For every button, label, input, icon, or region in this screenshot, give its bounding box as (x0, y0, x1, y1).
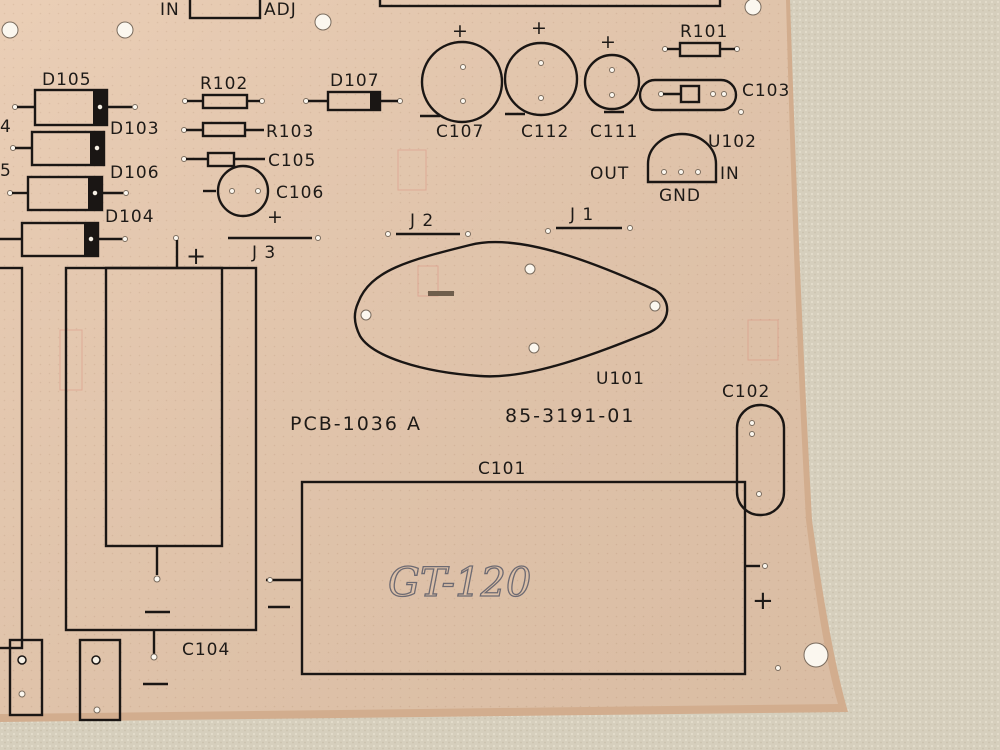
label-in-top: IN (160, 0, 180, 20)
c111-plus: + (600, 31, 618, 53)
label-u101: U101 (596, 369, 645, 389)
diode-d107 (303, 90, 403, 112)
label-u102: U102 (708, 132, 757, 152)
mount-hole (1, 21, 19, 39)
label-c104: C104 (182, 640, 230, 660)
label-frag-left-bottom: 5 (0, 161, 12, 181)
capacitor-c101 (266, 480, 768, 676)
diode-d105 (12, 88, 138, 127)
pencil-handwriting: GT-120 (388, 560, 531, 606)
label-c112: C112 (521, 122, 569, 142)
label-out: OUT (590, 164, 629, 184)
c101-plus: + (752, 586, 776, 616)
board-serial: 85-3191-01 (505, 405, 635, 427)
diode-d103 (10, 130, 106, 167)
label-c111: C111 (590, 122, 638, 142)
capacitor-c111 (583, 53, 641, 114)
label-d104: D104 (105, 207, 155, 227)
bottom-pad-left (8, 638, 44, 717)
label-d107: D107 (330, 71, 380, 91)
capacitor-c105 (181, 151, 265, 168)
bottom-pad-right (78, 638, 122, 722)
via (738, 109, 744, 115)
c104-plus: + (186, 242, 208, 270)
resistor-r101 (662, 41, 740, 58)
capacitor-c112 (503, 41, 579, 117)
left-component-outline (0, 266, 24, 650)
label-frag-left-top: 4 (0, 117, 12, 137)
label-c102: C102 (722, 382, 770, 402)
label-c106: C106 (276, 183, 324, 203)
capacitor-c104 (64, 240, 258, 686)
mount-hole (803, 642, 829, 668)
resistor-r102 (182, 93, 265, 110)
jumper-j1 (545, 225, 633, 234)
top-display-outline (378, 0, 722, 8)
label-j3: J 3 (251, 243, 276, 263)
via (775, 665, 781, 671)
label-in: IN (720, 164, 740, 184)
label-j2: J 2 (409, 211, 434, 231)
capacitor-c106 (203, 164, 270, 218)
label-d103: D103 (110, 119, 160, 139)
label-j1: J 1 (569, 205, 594, 225)
capacitor-c103 (638, 78, 738, 112)
mount-hole (744, 0, 762, 16)
label-c101: C101 (478, 459, 526, 479)
label-gnd: GND (659, 186, 701, 206)
board-part-number: PCB-1036 A (290, 413, 422, 435)
capacitor-c107 (420, 40, 504, 124)
jumper-j2 (385, 231, 471, 237)
diode-d106 (7, 175, 129, 212)
transistor-u101-outline (353, 240, 669, 378)
label-r102: R102 (200, 74, 248, 94)
label-adj-top: ADJ (264, 0, 297, 20)
label-d105: D105 (42, 70, 92, 90)
label-r101: R101 (680, 22, 728, 42)
label-c107: C107 (436, 122, 484, 142)
label-d106: D106 (110, 163, 160, 183)
label-c105: C105 (268, 151, 316, 171)
c106-plus: + (267, 206, 285, 228)
resistor-r103 (181, 121, 264, 138)
c107-plus: + (452, 20, 470, 42)
top-component-outline (188, 0, 262, 20)
capacitor-c102 (735, 403, 786, 517)
c112-plus: + (531, 17, 549, 39)
mount-hole (116, 21, 134, 39)
diode-d104 (0, 221, 128, 258)
regulator-u102 (646, 132, 718, 184)
mount-hole (314, 13, 332, 31)
label-c103: C103 (742, 81, 790, 101)
label-r103: R103 (266, 122, 314, 142)
